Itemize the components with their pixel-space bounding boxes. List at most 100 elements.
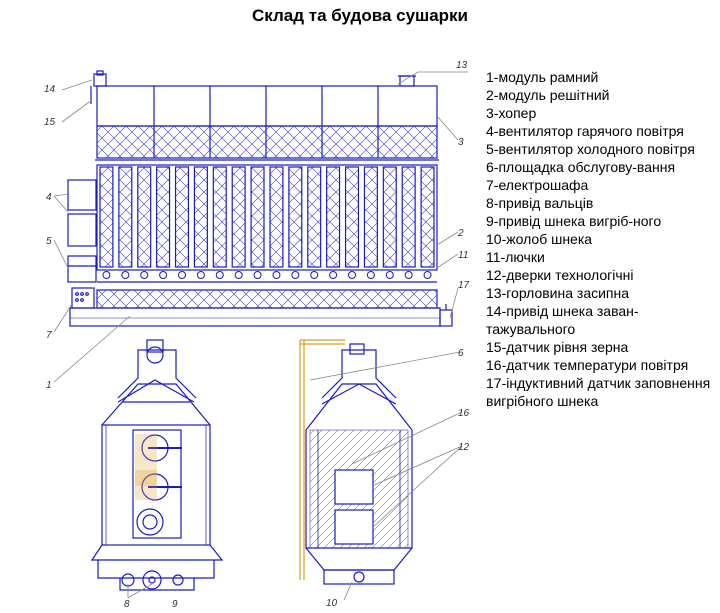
- component-legend: 1-модуль рамний 2-модуль решітний 3-хопер 4…: [486, 68, 716, 410]
- hot-air-fan-lower: [67, 213, 97, 247]
- hatch: [140, 271, 149, 279]
- hatch: [159, 271, 168, 279]
- grid-column: [174, 166, 190, 268]
- cold-air-fan: [67, 255, 97, 283]
- hatch: [291, 271, 300, 279]
- callout-15: 15: [44, 117, 56, 128]
- hatch: [234, 271, 243, 279]
- hopper-dividers: [153, 86, 379, 126]
- legend-item: 1-модуль рамний: [486, 69, 599, 85]
- callout-10: 10: [326, 598, 338, 609]
- callout-16: 16: [458, 408, 470, 419]
- grid-column: [99, 166, 114, 268]
- front-view-left: [90, 339, 224, 591]
- hot-air-fan-upper: [67, 179, 97, 211]
- callout-13: 13: [456, 60, 468, 71]
- hatch: [329, 271, 338, 279]
- hatch: [348, 271, 356, 279]
- grid-column: [156, 166, 171, 268]
- grid-column: [193, 166, 208, 268]
- callout-8: 8: [124, 599, 130, 610]
- legend-item: 13-горловина засипна: [486, 285, 630, 301]
- legend-item: 9-привід шнека вигріб-ного: [486, 213, 662, 229]
- legend-item: 15-датчик рівня зерна: [486, 339, 629, 355]
- grid-module: [96, 164, 438, 271]
- callout-4: 4: [46, 192, 52, 203]
- grid-column: [250, 166, 265, 268]
- front-left-body: [101, 424, 211, 546]
- legend-item: 5-вентилятор холодного повітря: [486, 141, 695, 157]
- grid-column: [118, 166, 133, 268]
- technological-door-upper: [334, 469, 374, 505]
- callout-9: 9: [172, 599, 178, 610]
- electric-cabinet: [71, 287, 95, 309]
- callout-5: 5: [46, 236, 52, 247]
- hatch: [121, 271, 130, 279]
- grid-column: [137, 166, 152, 268]
- leader-lines: [53, 71, 468, 601]
- service-platform: [299, 339, 345, 580]
- legend-item: 17-індуктивний датчик заповнення вигрібн…: [486, 375, 711, 409]
- hatch: [253, 271, 262, 279]
- hatch: [178, 271, 186, 279]
- grid-column: [401, 166, 416, 268]
- lower-mesh-band: [96, 289, 438, 309]
- front-view-right: [305, 343, 413, 585]
- legend-item: 12-дверки технологічні: [486, 267, 634, 283]
- legend-item: 16-датчик температури повітря: [486, 357, 689, 373]
- grid-column: [231, 166, 246, 268]
- filling-neck: [399, 75, 415, 87]
- legend-item: 11-лючки: [486, 249, 545, 265]
- legend-item: 7-електрошафа: [486, 177, 589, 193]
- legend-item: 14-привід шнека заван-тажувального: [486, 303, 639, 337]
- screw-trough: [323, 569, 395, 585]
- legend-item: 8-привід вальців: [486, 195, 594, 211]
- callout-17: 17: [458, 280, 470, 291]
- grid-column: [363, 166, 378, 268]
- diagram-title: Склад та будова сушарки: [251, 6, 469, 25]
- hatch: [310, 271, 319, 279]
- grid-columns: [99, 166, 435, 268]
- hatch: [272, 271, 281, 279]
- grid-column: [212, 166, 227, 268]
- hatch-row: [102, 271, 432, 279]
- legend-item: 4-вентилятор гарячого повітря: [486, 123, 684, 139]
- callout-12: 12: [458, 442, 470, 453]
- front-left-hopper: [117, 349, 197, 399]
- technological-door-lower: [334, 509, 374, 545]
- grid-column: [326, 166, 341, 268]
- legend-item: 2-модуль решітний: [486, 87, 610, 103]
- callout-6: 6: [458, 348, 464, 359]
- hopper-mesh-band: [96, 125, 438, 159]
- hopper-module: [96, 85, 438, 127]
- grid-column: [420, 166, 435, 268]
- hatch: [404, 271, 413, 279]
- legend-item: 10-жолоб шнека: [486, 231, 593, 247]
- grid-column: [288, 166, 303, 268]
- callout-3: 3: [458, 137, 464, 148]
- legend-item: 6-площадка обслугову-вання: [486, 159, 676, 175]
- grid-column: [269, 166, 284, 268]
- hatch: [215, 271, 224, 279]
- grid-column: [344, 166, 360, 268]
- hatch: [423, 271, 432, 279]
- callout-1: 1: [46, 380, 52, 391]
- unloading-screw-drive: [142, 570, 162, 590]
- loading-screw-drive: [93, 73, 107, 87]
- hatch: [366, 271, 375, 279]
- frame-module: [69, 307, 441, 327]
- front-left-base: [97, 560, 215, 579]
- callout-7: 7: [46, 330, 52, 341]
- side-view: [67, 70, 453, 327]
- grid-column: [382, 166, 397, 268]
- callout-11: 11: [458, 250, 468, 261]
- callout-2: 2: [457, 228, 464, 239]
- legend-item: 3-хопер: [486, 105, 537, 121]
- grid-column: [307, 166, 322, 268]
- hatch: [385, 271, 394, 279]
- callout-numbers: 14 15 13 3 2 11 4 5 7 1 17 6 16 12 8 9 1…: [44, 60, 470, 610]
- callout-14: 14: [44, 84, 56, 95]
- hatch: [102, 271, 111, 279]
- hatch: [196, 271, 205, 279]
